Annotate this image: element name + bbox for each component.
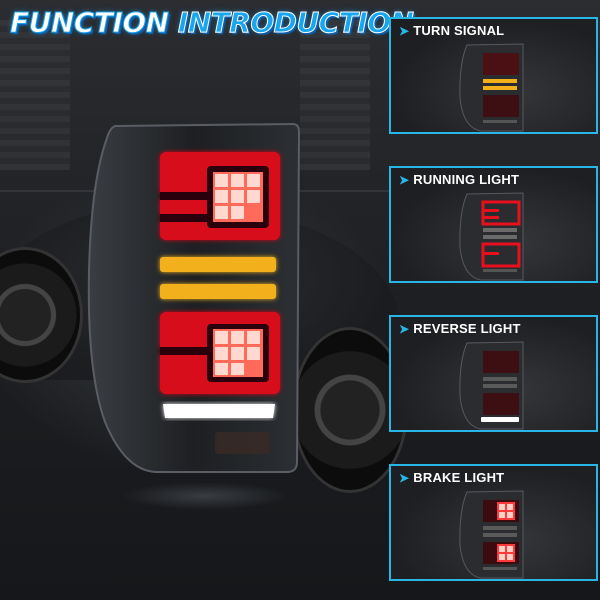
- panel-title-reverse-light: ➤REVERSE LIGHT: [399, 321, 521, 336]
- panel-title-brake-light: ➤BRAKE LIGHT: [399, 470, 504, 485]
- title-word-introduction: INTRODUCTION: [177, 6, 414, 40]
- car-wheel-right: [295, 330, 405, 490]
- panel-label: TURN SIGNAL: [413, 23, 505, 38]
- panel-turn-signal: ➤TURN SIGNAL: [389, 17, 598, 134]
- title-word-function: FUNCTION: [10, 6, 170, 40]
- tail-light-thumbnail-brake: [459, 490, 524, 579]
- reflector: [215, 432, 270, 454]
- floor-reflection: [120, 482, 290, 510]
- tail-light-thumbnail-reverse: [459, 341, 524, 430]
- panel-label: RUNNING LIGHT: [413, 172, 520, 187]
- tail-light-thumbnail-running: [459, 192, 524, 281]
- panel-label: BRAKE LIGHT: [413, 470, 505, 485]
- tail-light-thumbnail-turn: [459, 43, 524, 132]
- amber-turn-bars: [160, 257, 276, 299]
- main-tail-light: [87, 122, 301, 473]
- chevron-right-icon: ➤: [399, 24, 410, 38]
- chevron-right-icon: ➤: [399, 322, 410, 336]
- panel-title-running-light: ➤RUNNING LIGHT: [399, 172, 519, 187]
- page-title: FUNCTION INTRODUCTION: [10, 6, 415, 40]
- garage-door-left: [0, 20, 70, 170]
- upper-red-section: [160, 152, 280, 240]
- chevron-right-icon: ➤: [399, 471, 410, 485]
- chevron-right-icon: ➤: [399, 173, 410, 187]
- lower-red-section: [160, 312, 280, 394]
- panel-label: REVERSE LIGHT: [413, 321, 521, 336]
- panel-running-light: ➤RUNNING LIGHT: [389, 166, 598, 283]
- panel-title-turn-signal: ➤TURN SIGNAL: [399, 23, 504, 38]
- panel-reverse-light: ➤REVERSE LIGHT: [389, 315, 598, 432]
- white-reverse-bar: [163, 404, 275, 418]
- panel-brake-light: ➤BRAKE LIGHT: [389, 464, 598, 581]
- garage-door-right: [300, 20, 370, 170]
